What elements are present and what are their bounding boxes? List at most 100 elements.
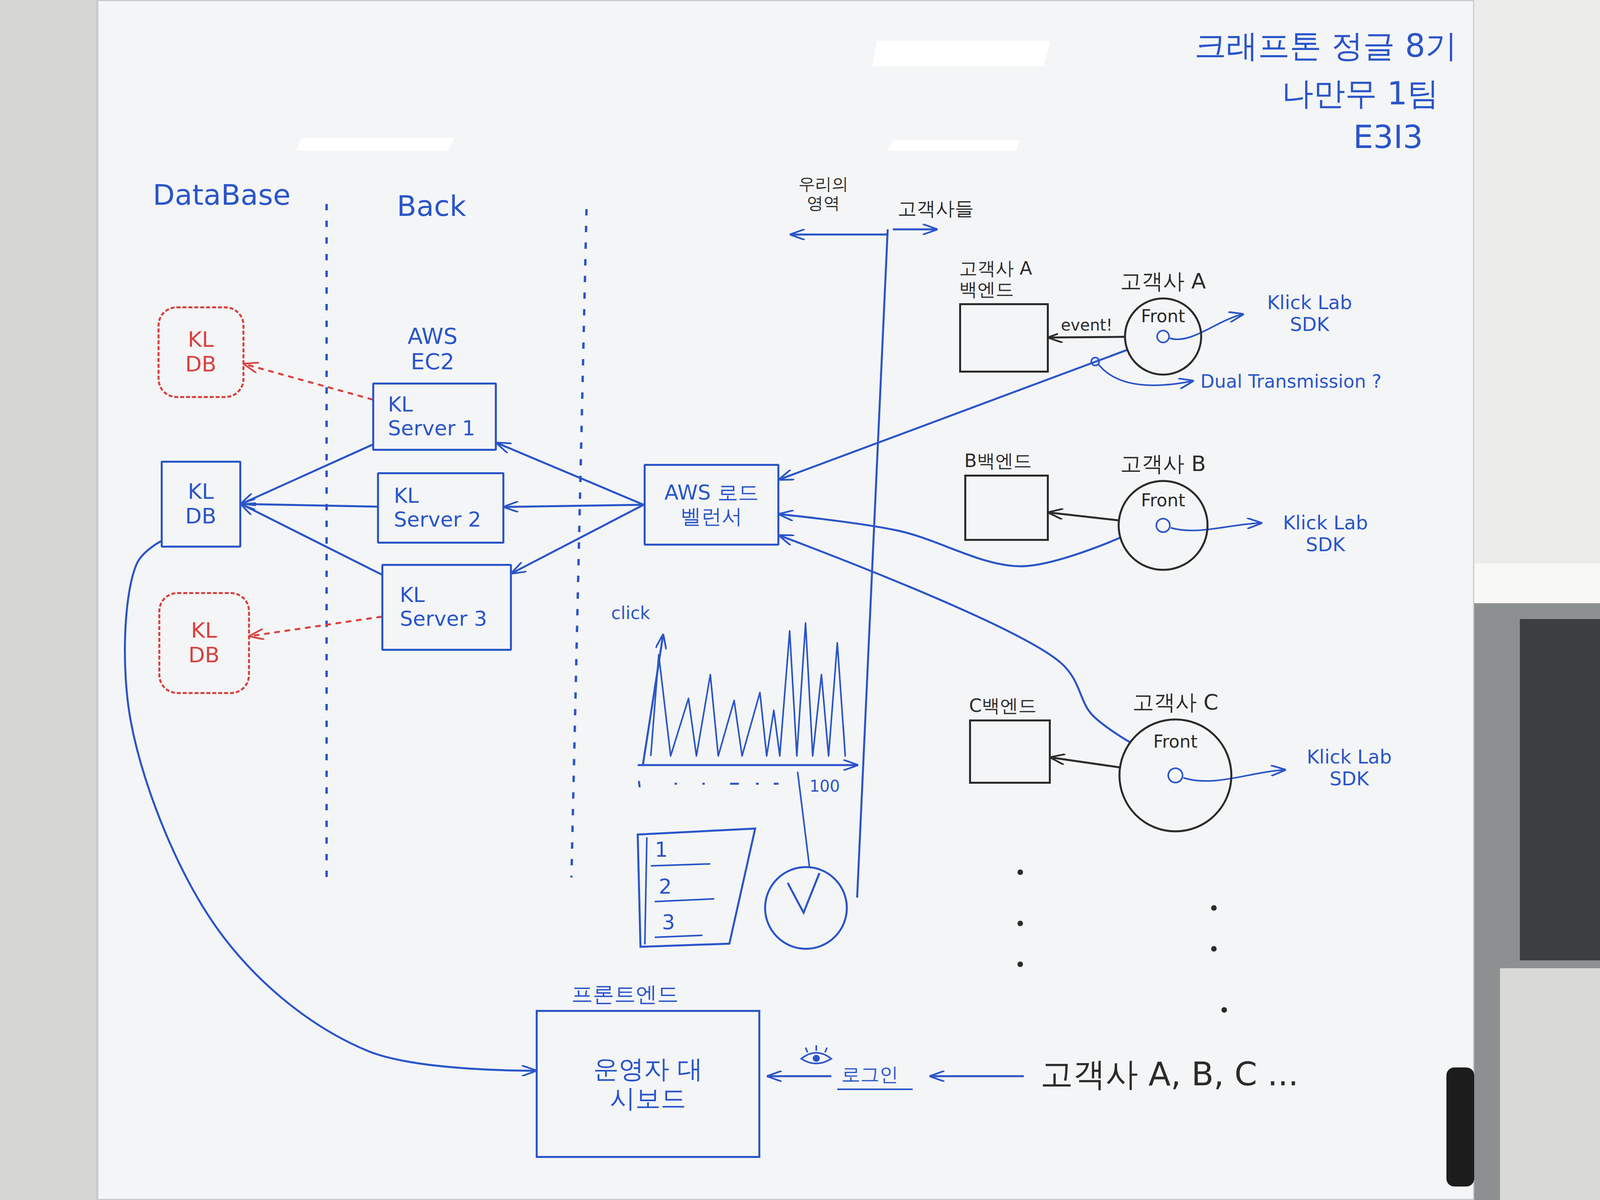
axis-label: 100 xyxy=(809,776,840,796)
wall-panel xyxy=(1474,0,1600,564)
dashboard-box: 프론트엔드운영자 대시보드 xyxy=(535,982,761,1158)
ellipsis-dot xyxy=(1017,920,1024,927)
circle-outline: Front xyxy=(1117,479,1210,572)
sdk-label: Klick Lab SDK xyxy=(1250,291,1370,336)
leader-line xyxy=(797,771,810,868)
note-label: Dual Transmission ? xyxy=(1200,371,1382,393)
node-outline xyxy=(959,303,1049,373)
chart-axis xyxy=(637,764,858,767)
header-note: 나만무 1팀 xyxy=(1281,75,1439,112)
connector xyxy=(1048,512,1119,521)
login-underline xyxy=(837,1088,913,1091)
connector xyxy=(241,444,373,504)
window-frame xyxy=(1474,603,1600,1200)
node-heading: 고객사 B xyxy=(1120,451,1206,477)
connector xyxy=(779,514,1120,567)
ellipsis-dot xyxy=(1017,961,1024,968)
ellipsis-dot xyxy=(1221,1007,1227,1013)
login-label: 로그인 xyxy=(841,1063,899,1086)
ellipsis-dot xyxy=(1211,905,1217,911)
whiteboard xyxy=(97,0,1475,1200)
customers-label: 고객사 A, B, C ... xyxy=(1040,1055,1299,1093)
light-glare xyxy=(887,139,1021,151)
node-text: KL DB xyxy=(182,618,226,668)
pie-slice xyxy=(787,873,820,913)
scope-label: 우리의 영역 xyxy=(787,174,860,214)
connector xyxy=(504,504,645,507)
replica-db-box: KL DB xyxy=(157,306,245,399)
node-text: 운영자 대시보드 xyxy=(580,1054,716,1114)
axis-ticks xyxy=(638,780,779,788)
light-glare xyxy=(872,40,1051,67)
connector xyxy=(244,363,373,400)
circle-line xyxy=(1119,719,1232,832)
connector xyxy=(1050,757,1120,768)
ellipsis-dot xyxy=(1211,946,1217,952)
header-note: E3I3 xyxy=(1353,119,1424,156)
shelf xyxy=(1474,563,1600,604)
node-text: KL Server 2 xyxy=(394,484,488,532)
edge-label: event! xyxy=(1057,315,1116,335)
node-heading: B백엔드 xyxy=(964,450,1060,472)
node-text: KL Server 3 xyxy=(400,583,494,631)
list-number: 2 xyxy=(658,875,672,899)
light-glare xyxy=(296,137,454,151)
boundary-line xyxy=(857,229,888,898)
eye-icon xyxy=(801,1052,832,1064)
connector xyxy=(779,535,1130,743)
server-box: KL Server 2 xyxy=(376,472,505,544)
click-spikes xyxy=(650,623,846,756)
node-outline: 운영자 대시보드 xyxy=(535,1009,761,1158)
eye-lashes xyxy=(805,1045,827,1053)
connector xyxy=(241,503,382,575)
header-note: 크래프톤 정글 8기 xyxy=(1194,27,1458,65)
circle-outline: Front xyxy=(1123,296,1203,377)
connector xyxy=(779,350,1127,480)
group-label: AWS EC2 xyxy=(390,323,475,375)
sdk-label: Klick Lab SDK xyxy=(1265,511,1385,556)
sdk-arrow xyxy=(1170,523,1262,531)
connector xyxy=(496,442,644,505)
backend-box: 고객사 A 백엔드 xyxy=(959,257,1055,373)
ellipsis-dot xyxy=(1017,869,1024,875)
circle-line xyxy=(1118,480,1208,570)
connector xyxy=(250,616,382,637)
node-heading: C백엔드 xyxy=(969,695,1065,717)
column-heading: Back xyxy=(396,189,467,223)
frontend-circle: 고객사 C Front xyxy=(1117,690,1233,833)
login-arrow xyxy=(930,1075,1024,1078)
dual-leader xyxy=(1098,364,1193,386)
replica-db-box: KL DB xyxy=(158,592,250,695)
node-text: Front xyxy=(1140,306,1185,327)
sdk-dot xyxy=(1157,330,1170,343)
eraser xyxy=(1446,1067,1475,1187)
chart-axis xyxy=(642,634,664,766)
login-arrow xyxy=(767,1075,832,1078)
database-box: KL DB xyxy=(160,460,242,548)
node-text: Front xyxy=(1153,731,1198,752)
window-sill xyxy=(1500,968,1600,1200)
ranking-rows xyxy=(650,863,715,938)
connector xyxy=(511,504,645,574)
server-box: KL Server 3 xyxy=(381,563,512,651)
eye-pupil xyxy=(812,1054,820,1062)
backend-box: C백엔드 xyxy=(969,695,1065,784)
sdk-dot xyxy=(1168,768,1183,783)
list-number: 3 xyxy=(661,910,675,935)
server-box: KL Server 1 xyxy=(372,382,497,451)
node-heading: 프론트엔드 xyxy=(571,982,715,1007)
scope-label: 고객사들 xyxy=(897,197,974,220)
node-heading: 고객사 C xyxy=(1132,690,1219,715)
column-divider xyxy=(325,203,328,878)
pie-chart xyxy=(765,867,847,949)
load-balancer-box: AWS 로드벨런서 xyxy=(643,463,780,546)
sdk-arrow xyxy=(1183,769,1285,781)
node-text: Front xyxy=(1140,490,1185,511)
connector xyxy=(125,541,536,1072)
sdk-label: Klick Lab SDK xyxy=(1289,746,1409,790)
ranking-stroke xyxy=(644,837,647,945)
frontend-circle: 고객사 B Front xyxy=(1117,451,1210,572)
node-text: KL DB xyxy=(178,479,223,529)
